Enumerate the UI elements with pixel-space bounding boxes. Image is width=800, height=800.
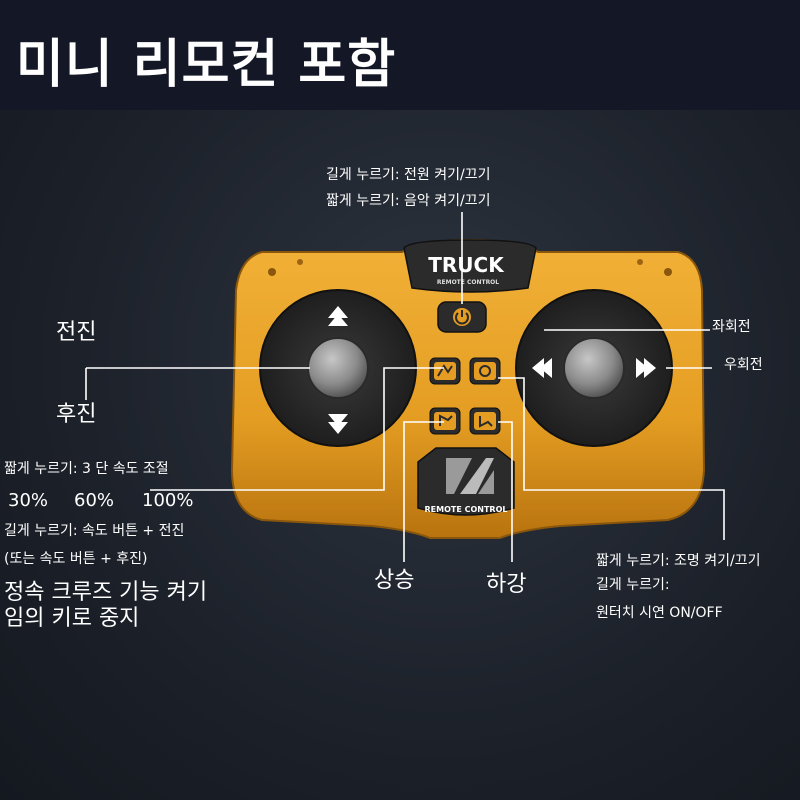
lift-down-button[interactable] <box>469 407 501 435</box>
callout-lines <box>85 212 725 562</box>
right-arrow-icon <box>636 358 656 378</box>
right-joystick[interactable] <box>515 289 673 447</box>
title-bar: 미니 리모컨 포함 <box>0 0 800 110</box>
light-long-press-label: 길게 누르기: <box>596 577 670 593</box>
lift-up-label: 상승 <box>374 568 415 593</box>
speed-level-60: 60% <box>74 490 115 511</box>
speed-long-press-label: 길게 누르기: 속도 버튼 + 전진 <box>4 523 185 539</box>
turn-left-label: 좌회전 <box>712 319 751 335</box>
turn-right-label: 우회전 <box>724 357 763 373</box>
lift-up-icon <box>439 414 453 426</box>
backward-arrow-icon <box>328 414 348 434</box>
cruise-on-label: 정속 크루즈 기능 켜기 <box>4 580 208 605</box>
power-short-press-label: 짧게 누르기: 음악 켜기/끄기 <box>326 193 491 209</box>
light-short-press-label: 짧게 누르기: 조명 켜기/끄기 <box>596 553 761 569</box>
speed-icon <box>437 364 453 377</box>
power-icon <box>455 310 469 325</box>
backward-label: 후진 <box>56 402 97 427</box>
light-button[interactable] <box>469 357 501 385</box>
brand-text: TRUCK <box>428 253 505 277</box>
demo-label: 원터치 시연 ON/OFF <box>596 605 723 621</box>
speed-level-30: 30% <box>8 490 49 511</box>
speed-long-press-alt-label: (또는 속도 버튼 + 후진) <box>4 551 148 567</box>
lift-down-icon <box>479 416 493 428</box>
forward-label: 전진 <box>56 320 97 345</box>
brand-badge: TRUCK REMOTE CONTROL <box>403 239 537 293</box>
forward-arrow-icon <box>328 306 348 326</box>
page-title: 미니 리모컨 포함 <box>16 35 397 95</box>
lift-up-button[interactable] <box>429 407 461 435</box>
speed-button[interactable] <box>429 357 461 385</box>
power-long-press-label: 길게 누르기: 전원 켜기/끄기 <box>326 167 491 183</box>
speed-level-100: 100% <box>142 490 194 511</box>
cruise-off-label: 임의 키로 중지 <box>4 606 140 631</box>
bottom-logo: REMOTE CONTROL <box>417 447 515 516</box>
light-icon <box>479 365 491 377</box>
brand-subtext: REMOTE CONTROL <box>437 279 499 286</box>
lift-down-label: 하강 <box>486 572 527 597</box>
speed-short-press-label: 짧게 누르기: 3 단 속도 조절 <box>4 461 169 477</box>
left-arrow-icon <box>532 358 552 378</box>
power-button[interactable] <box>437 301 487 333</box>
z-logo-icon <box>446 458 494 494</box>
bottom-logo-text: REMOTE CONTROL <box>425 505 508 514</box>
